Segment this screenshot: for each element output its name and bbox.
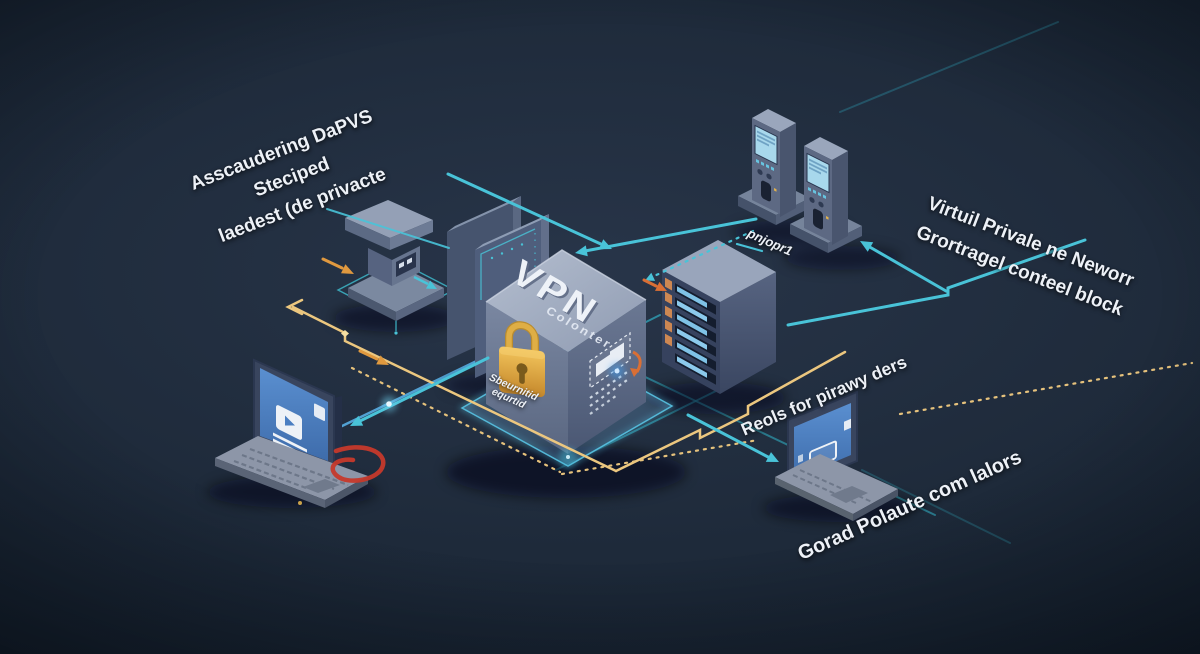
dotted-yellow-line — [350, 366, 562, 474]
yellow-circuit-lines — [285, 298, 1194, 476]
label-leader-line — [326, 208, 450, 249]
yellow-chevron — [285, 298, 304, 316]
tower-server-left — [738, 109, 810, 225]
dashed-teal-link — [650, 229, 755, 279]
teal-arrow-from-servers — [583, 217, 758, 253]
orange-arrow-on-line — [358, 349, 379, 361]
laptop-right — [775, 390, 898, 521]
teal-arrow-to-right-laptop — [686, 413, 772, 460]
folder-icon — [596, 342, 624, 377]
padlock-icon — [499, 321, 545, 398]
orange-arrow-into-router — [321, 257, 344, 270]
vpn-box: VPN VPN Colonter — [485, 249, 647, 466]
teal-arrowhead — [426, 280, 437, 289]
router-device — [336, 200, 456, 335]
server-rack — [662, 240, 776, 394]
trackpad — [303, 479, 340, 493]
server-rack-slots — [665, 277, 716, 385]
teal-arrow-to-towers — [860, 241, 874, 252]
orange-arrow-into-rack — [642, 278, 658, 288]
teal-arrow-to-left-laptop — [358, 356, 490, 423]
red-cable — [330, 445, 386, 483]
teal-arrow-to-vpn — [446, 172, 605, 247]
secure-file-panel — [589, 331, 642, 415]
flow-arrows — [321, 172, 1087, 462]
teal-line-right — [786, 238, 1087, 327]
panel-circuit-trace — [480, 228, 536, 300]
